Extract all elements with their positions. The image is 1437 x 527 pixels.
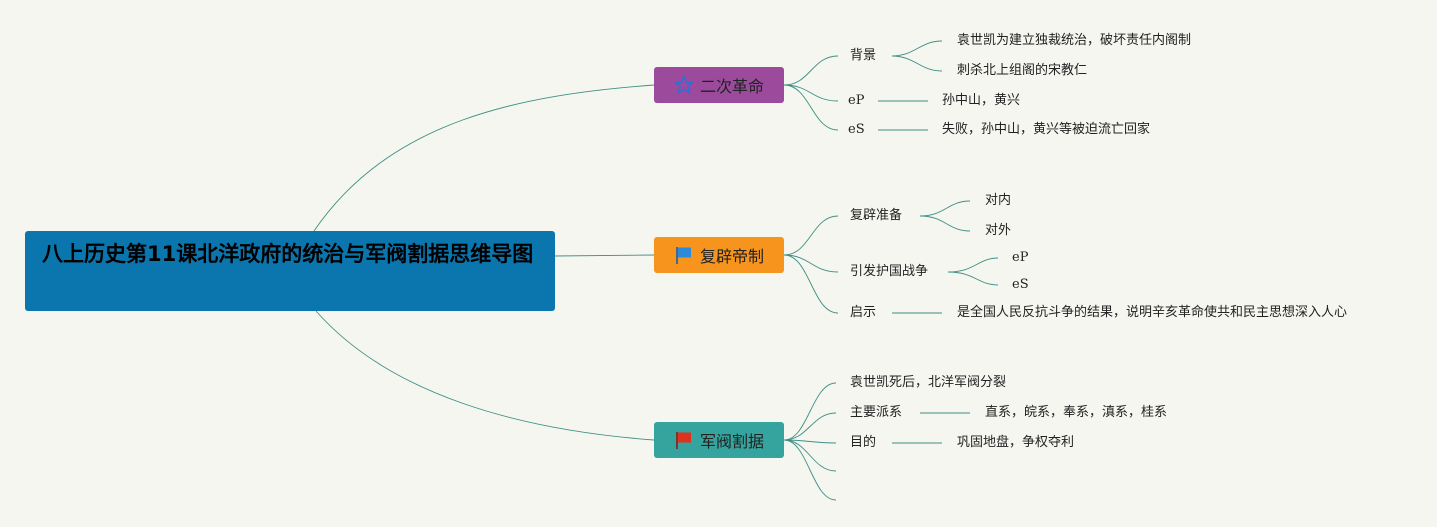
link-t3-empty-1	[783, 439, 837, 472]
subtopic-background[interactable]: 背景	[850, 48, 877, 63]
link-t1-ep	[783, 84, 839, 102]
subtopic-es[interactable]: eS	[848, 122, 865, 137]
link-root-topic-3	[315, 310, 655, 441]
topic-second-revolution[interactable]: 二次革命	[654, 67, 784, 103]
detail-war-es[interactable]: eS	[1012, 277, 1029, 292]
link-t2-lesson	[783, 254, 839, 314]
detail-war-ep[interactable]: eP	[1012, 250, 1029, 265]
link-t3-empty-2	[783, 439, 837, 501]
link-t2-war	[783, 254, 839, 273]
link-root-topic-2	[554, 254, 655, 257]
star-icon	[674, 75, 694, 95]
red-flag-icon	[674, 430, 694, 450]
link-t1-background-out-2	[891, 55, 943, 72]
link-t3-factions	[783, 412, 837, 441]
subtopic-goal[interactable]: 目的	[850, 435, 877, 450]
topic-warlords[interactable]: 军阀割据	[654, 422, 784, 458]
link-t3-goal	[783, 439, 837, 444]
subtopic-ep[interactable]: eP	[848, 93, 865, 108]
link-root-topic-1	[313, 84, 655, 232]
root-topic[interactable]: 八上历史第11课北洋政府的统治与军阀割据思维导图	[25, 231, 555, 311]
subtopic-war[interactable]: 引发护国战争	[850, 264, 929, 279]
topic-label: 军阀割据	[699, 432, 764, 451]
link-t1-background	[783, 55, 839, 86]
link-t1-es	[783, 84, 839, 131]
link-t1-background-out	[891, 40, 943, 57]
detail-background-2[interactable]: 刺杀北上组阁的宋教仁	[957, 63, 1088, 78]
subtopic-factions[interactable]: 主要派系	[850, 405, 903, 420]
detail-external[interactable]: 对外	[985, 223, 1012, 238]
detail-ep[interactable]: 孙中山，黄兴	[942, 93, 1021, 108]
detail-goal[interactable]: 巩固地盘，争权夺利	[957, 435, 1075, 450]
topic-restoration[interactable]: 复辟帝制	[654, 237, 784, 273]
detail-internal[interactable]: 对内	[985, 193, 1012, 208]
root-title: 八上历史第11课北洋政府的统治与军阀割据思维导图	[42, 242, 534, 266]
detail-es[interactable]: 失败，孙中山，黄兴等被迫流亡回家	[942, 122, 1151, 137]
topic-label: 复辟帝制	[699, 247, 764, 266]
link-t2-prepare	[783, 215, 839, 256]
link-t3-split	[783, 382, 837, 441]
topic-label: 二次革命	[699, 77, 764, 96]
subtopic-lesson[interactable]: 启示	[850, 305, 877, 320]
detail-background-1[interactable]: 袁世凯为建立独裁统治，破坏责任内阁制	[957, 33, 1192, 48]
blue-flag-icon	[674, 245, 694, 265]
detail-lesson[interactable]: 是全国人民反抗斗争的结果，说明辛亥革命使共和民主思想深入人心	[957, 305, 1348, 320]
detail-factions[interactable]: 直系，皖系，奉系，滇系，桂系	[985, 405, 1168, 420]
subtopic-prepare[interactable]: 复辟准备	[850, 208, 903, 223]
subtopic-split[interactable]: 袁世凯死后，北洋军阀分裂	[850, 375, 1007, 390]
